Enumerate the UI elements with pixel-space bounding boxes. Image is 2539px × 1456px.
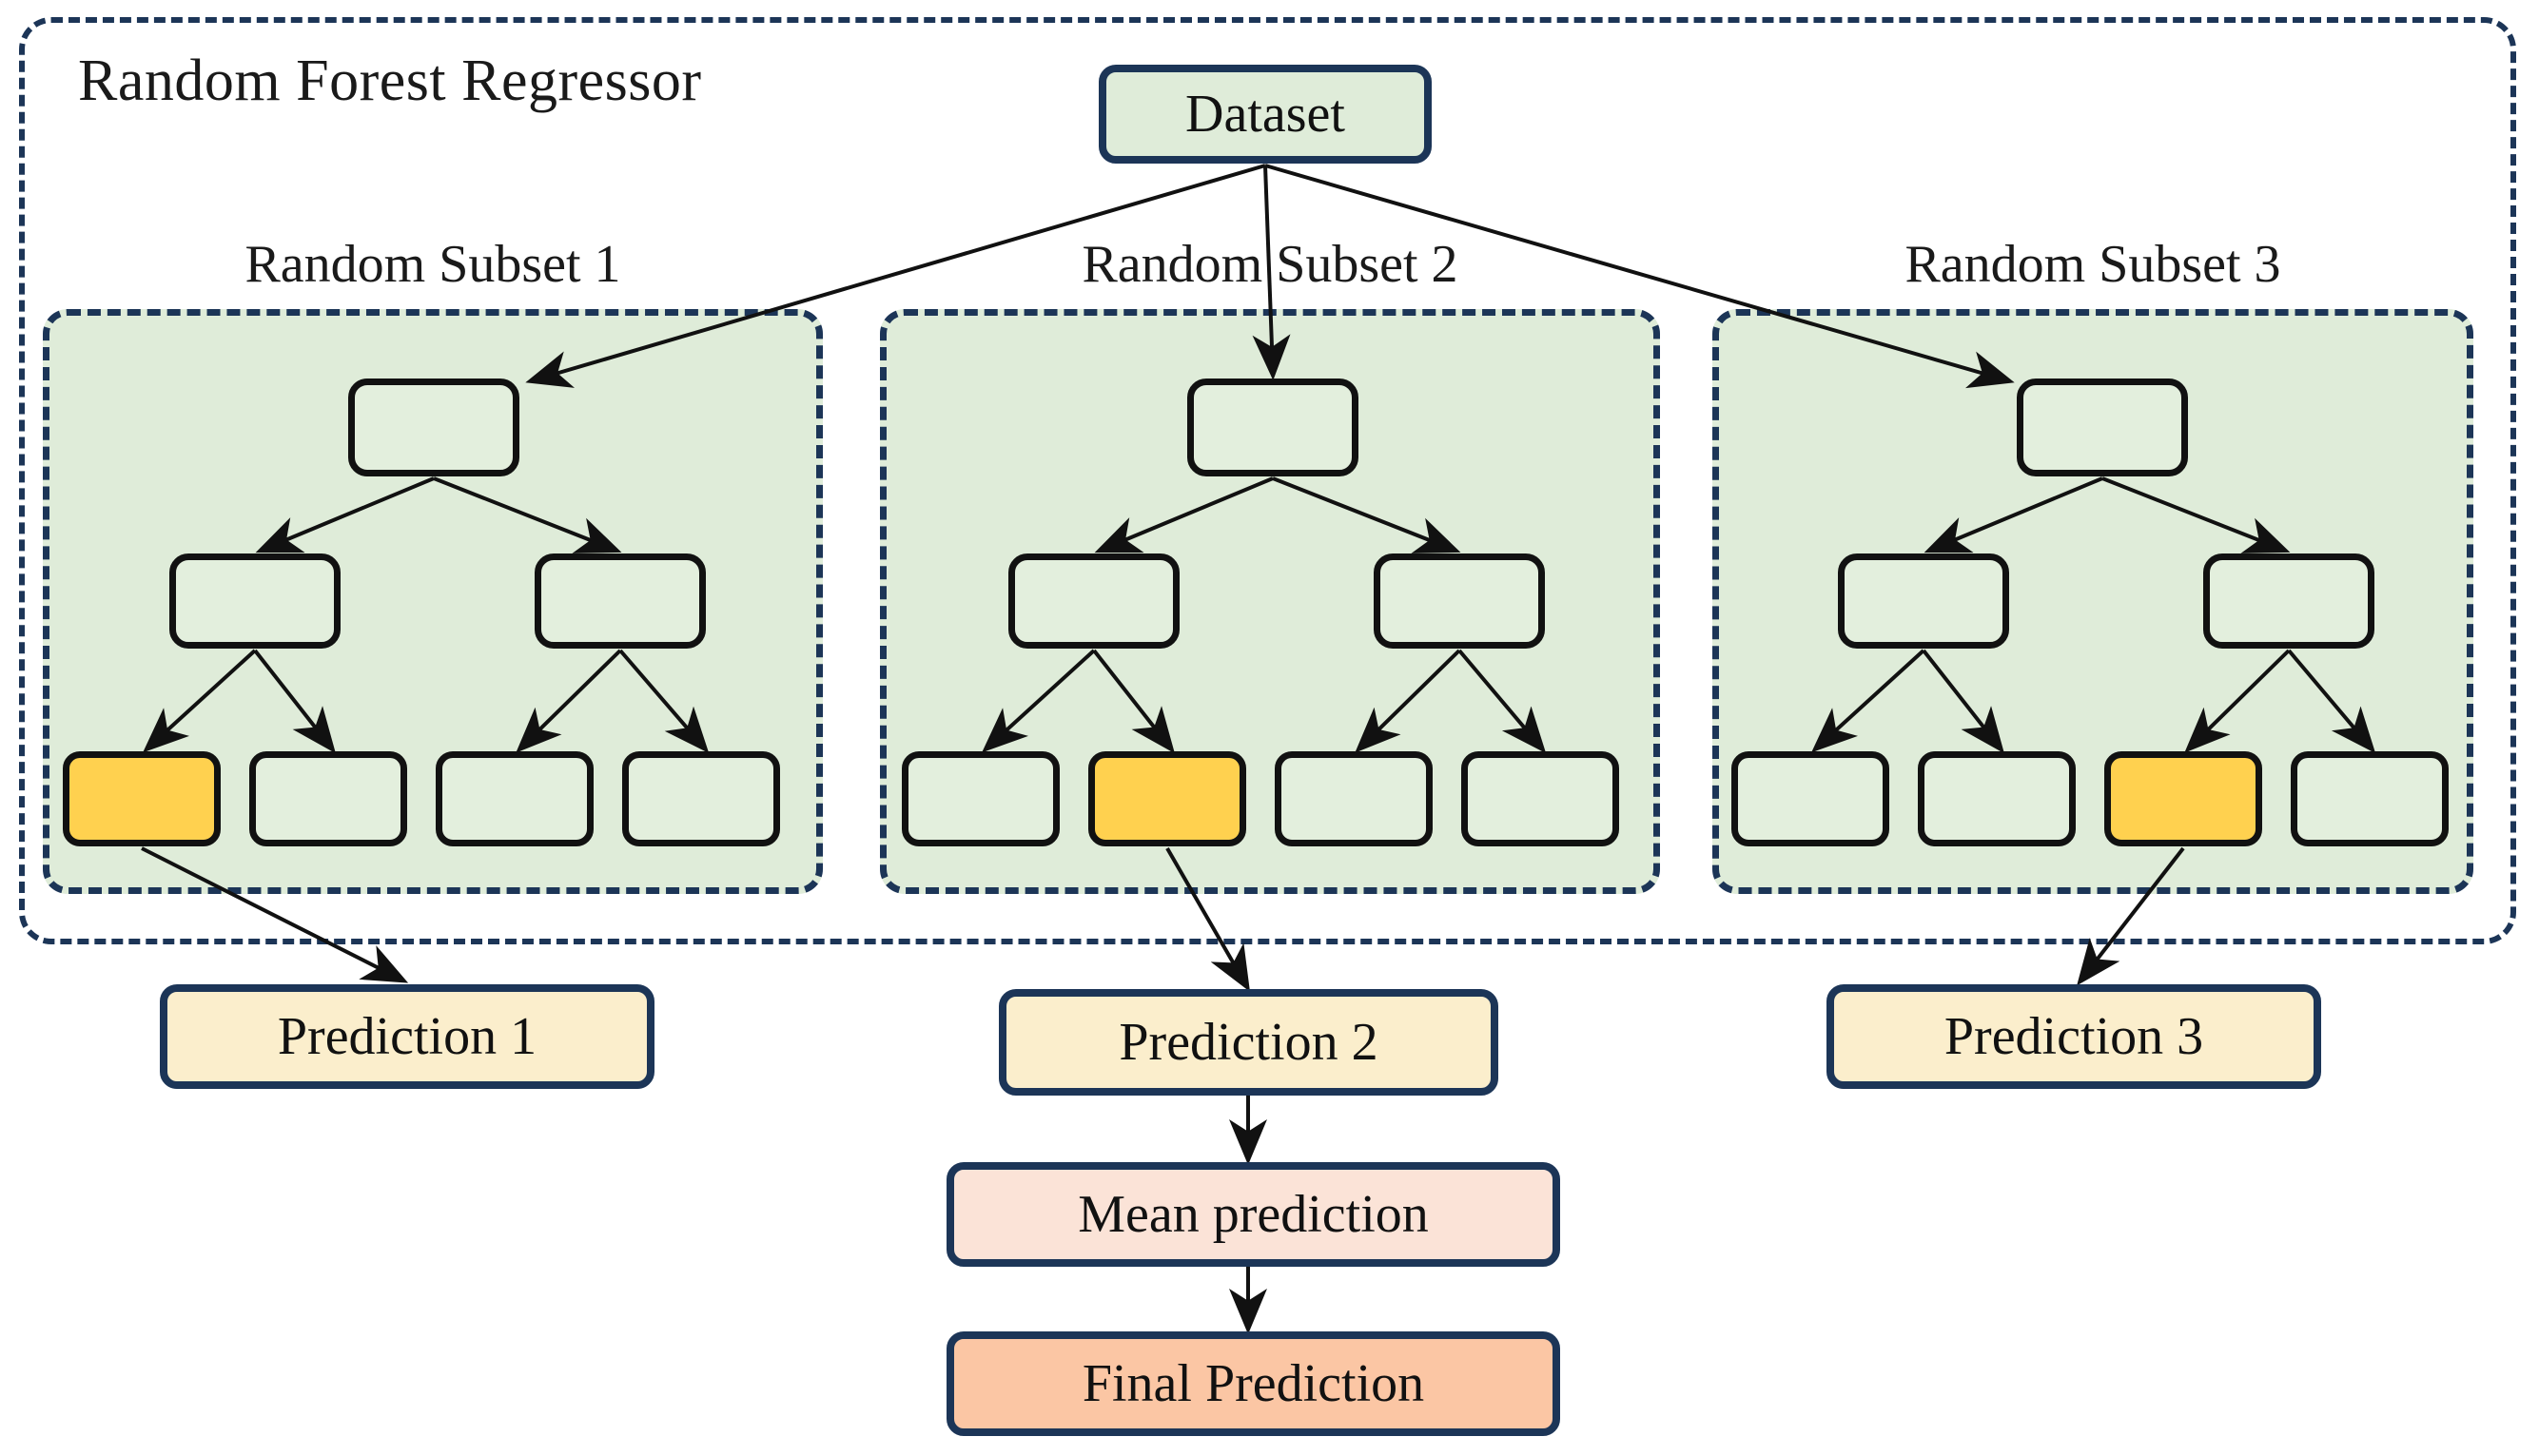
tree-node-mid-left-subset-1[interactable] xyxy=(169,553,341,649)
tree-leaf-3-subset-1[interactable] xyxy=(436,751,594,846)
subset-label-3: Random Subset 3 xyxy=(1904,235,2281,294)
subset-label-2: Random Subset 2 xyxy=(1082,235,1458,294)
mean-prediction-box[interactable]: Mean prediction xyxy=(947,1162,1560,1267)
diagram-title: Random Forest Regressor xyxy=(78,49,702,113)
tree-leaf-1-subset-2[interactable] xyxy=(902,751,1060,846)
final-prediction-box[interactable]: Final Prediction xyxy=(947,1331,1560,1436)
random-forest-frame xyxy=(19,17,2516,944)
tree-node-root-subset-3[interactable] xyxy=(2017,379,2188,476)
tree-node-mid-right-subset-1[interactable] xyxy=(535,553,706,649)
tree-leaf-3-subset-2[interactable] xyxy=(1275,751,1433,846)
tree-leaf-2-subset-1[interactable] xyxy=(249,751,407,846)
tree-leaf-2-subset-2[interactable] xyxy=(1088,751,1246,846)
tree-node-mid-left-subset-2[interactable] xyxy=(1008,553,1180,649)
tree-leaf-4-subset-2[interactable] xyxy=(1461,751,1619,846)
tree-node-mid-right-subset-2[interactable] xyxy=(1374,553,1545,649)
tree-leaf-2-subset-3[interactable] xyxy=(1918,751,2076,846)
tree-node-mid-right-subset-3[interactable] xyxy=(2203,553,2374,649)
prediction-box-1[interactable]: Prediction 1 xyxy=(160,984,654,1089)
dataset-box[interactable]: Dataset xyxy=(1099,65,1432,164)
tree-leaf-1-subset-1[interactable] xyxy=(63,751,221,846)
prediction-box-2[interactable]: Prediction 2 xyxy=(999,989,1498,1096)
tree-leaf-4-subset-1[interactable] xyxy=(622,751,780,846)
tree-node-root-subset-1[interactable] xyxy=(348,379,519,476)
subset-label-1: Random Subset 1 xyxy=(244,235,621,294)
tree-node-root-subset-2[interactable] xyxy=(1187,379,1358,476)
tree-leaf-4-subset-3[interactable] xyxy=(2291,751,2449,846)
prediction-box-3[interactable]: Prediction 3 xyxy=(1826,984,2321,1089)
tree-leaf-3-subset-3[interactable] xyxy=(2104,751,2262,846)
tree-leaf-1-subset-3[interactable] xyxy=(1731,751,1889,846)
tree-node-mid-left-subset-3[interactable] xyxy=(1838,553,2009,649)
